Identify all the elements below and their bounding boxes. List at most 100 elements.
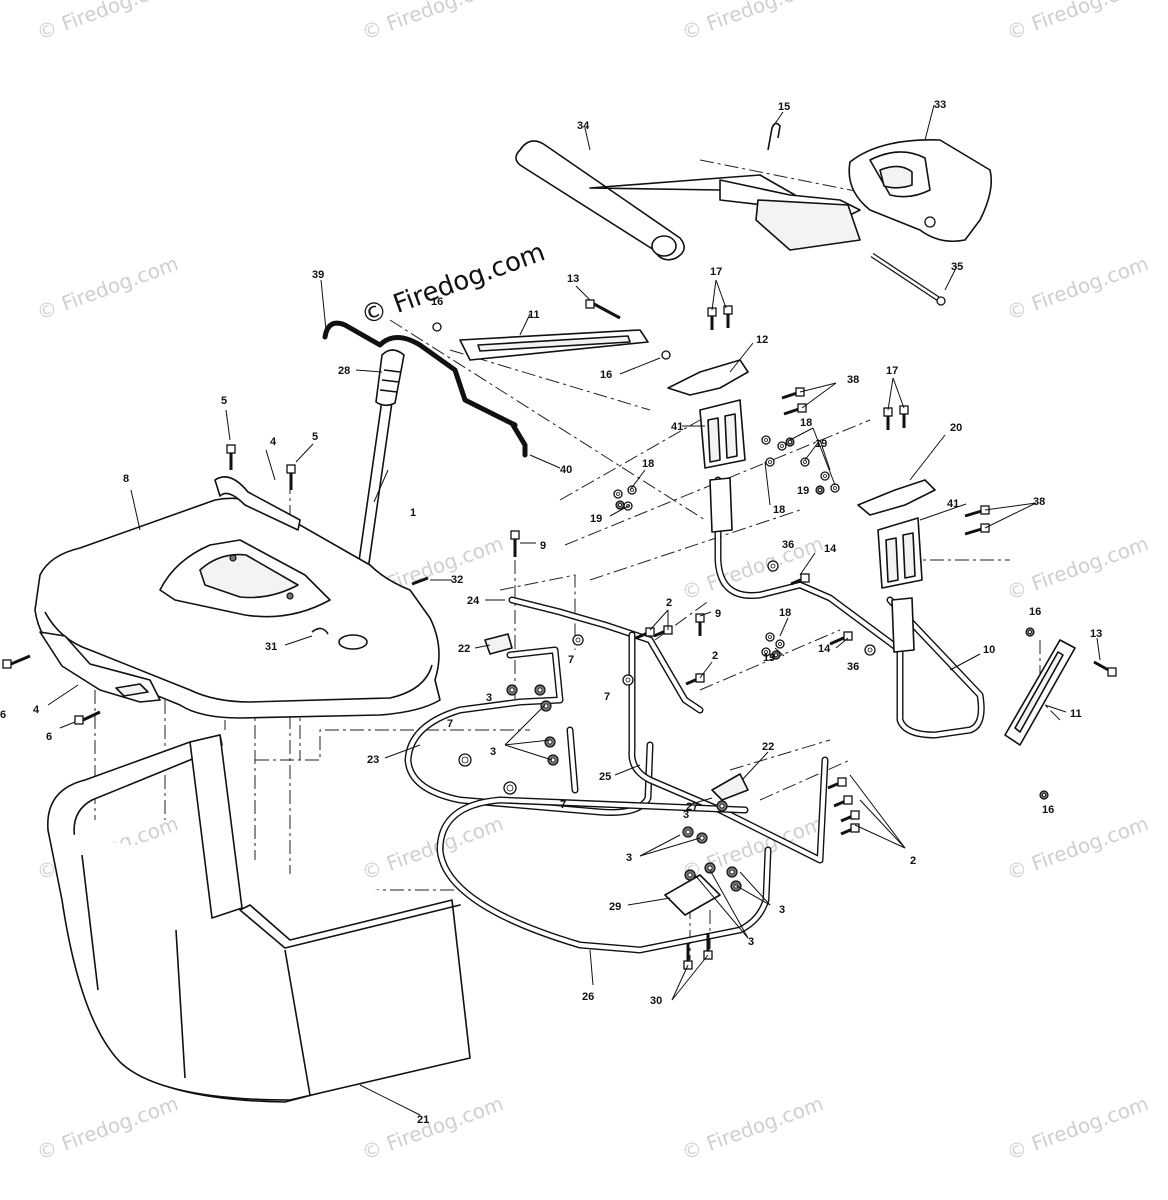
- callout-38: 38: [1033, 496, 1045, 508]
- callout-17: 17: [886, 365, 898, 377]
- callout-18: 18: [800, 417, 812, 429]
- callout-14: 14: [824, 543, 837, 555]
- part-41-bracket: [699, 399, 923, 589]
- bolt-icon: [695, 613, 705, 623]
- watermark-tile: © Firedog.com: [359, 1091, 507, 1164]
- callout-9: 9: [540, 540, 546, 552]
- bolt-icon: [1107, 667, 1117, 677]
- callout-41: 41: [947, 498, 959, 510]
- bolt-icon: [510, 530, 520, 540]
- callout-22: 22: [458, 643, 470, 655]
- part-11-support-bar-right: [1004, 639, 1076, 746]
- callout-3: 3: [779, 904, 785, 916]
- callout-38: 38: [847, 374, 859, 386]
- leader-lines: [47, 104, 1101, 1116]
- callout-31: 31: [265, 641, 277, 653]
- part-29-plate: [664, 874, 721, 916]
- callout-3: 3: [626, 852, 632, 864]
- callout-2: 2: [910, 855, 916, 867]
- part-13-bolt-top: [585, 299, 621, 320]
- watermark-tile: © Firedog.com: [1004, 251, 1152, 324]
- callout-29: 29: [609, 901, 621, 913]
- callout-7: 7: [447, 718, 453, 730]
- callout-27: 27: [686, 801, 698, 813]
- callout-14: 14: [818, 643, 831, 655]
- bolt-icon: [837, 777, 847, 787]
- callout-16: 16: [431, 296, 443, 308]
- callout-2: 2: [666, 597, 672, 609]
- watermark-tile: © Firedog.com: [359, 0, 507, 45]
- callout-19: 19: [797, 485, 809, 497]
- bolt-icon: [723, 305, 733, 315]
- callout-12: 12: [756, 334, 768, 346]
- callout-32: 32: [451, 574, 463, 586]
- part-20-bracket: [857, 479, 936, 516]
- callout-3: 3: [683, 809, 689, 821]
- callout-16: 16: [1029, 606, 1041, 618]
- callout-11: 11: [528, 309, 540, 321]
- callout-5: 5: [312, 431, 318, 443]
- watermark-main: © Firedog.com: [357, 237, 549, 331]
- callout-17: 17: [710, 266, 722, 278]
- callout-labels: 1 2 2 2 3 3 3 3 3 3 4 4 5 5 6 6 7 7 7 7 …: [0, 99, 1102, 1126]
- part-21-grass-bag: [47, 734, 471, 1103]
- part-35-pin: [870, 252, 946, 306]
- callout-4: 4: [33, 704, 40, 716]
- bolt-icon: [850, 810, 860, 820]
- part-34-handle-bar: [515, 140, 861, 261]
- part-15-hairpin-clip: [767, 122, 781, 151]
- part-12-bracket: [667, 359, 749, 396]
- part-26-frame: [436, 796, 772, 954]
- callout-23: 23: [367, 754, 379, 766]
- callout-8: 8: [123, 473, 129, 485]
- bolt-icon: [899, 405, 909, 415]
- callout-5: 5: [221, 395, 227, 407]
- watermark-tile: © Firedog.com: [1004, 1091, 1152, 1164]
- part-8-hopper-lid: [34, 497, 441, 719]
- callout-1: 1: [410, 507, 416, 519]
- callout-19: 19: [590, 513, 602, 525]
- callout-11: 11: [1070, 708, 1082, 720]
- callout-26: 26: [582, 991, 594, 1003]
- watermark-tile: © Firedog.com: [34, 251, 182, 324]
- callout-19: 19: [763, 652, 775, 664]
- callout-19: 19: [815, 438, 827, 450]
- callout-10: 10: [983, 644, 995, 656]
- callout-22: 22: [762, 741, 774, 753]
- callout-41: 41: [671, 421, 683, 433]
- bolt-icon: [843, 795, 853, 805]
- callout-6: 6: [46, 731, 52, 743]
- watermark-tile: © Firedog.com: [679, 0, 827, 45]
- callout-18: 18: [773, 504, 785, 516]
- callout-7: 7: [604, 691, 610, 703]
- watermark-tile: © Firedog.com: [359, 811, 507, 884]
- part-4-handle: [39, 476, 301, 703]
- callout-25: 25: [599, 771, 611, 783]
- callout-18: 18: [642, 458, 654, 470]
- callout-18: 18: [779, 607, 791, 619]
- callout-34: 34: [577, 120, 590, 132]
- callout-6: 6: [0, 709, 6, 721]
- part-28-grip: [375, 349, 405, 407]
- callout-36: 36: [847, 661, 859, 673]
- watermark-tile: © Firedog.com: [1004, 531, 1152, 604]
- part-33-hitch-bracket: [848, 139, 993, 243]
- lid-hardware: [2, 444, 429, 725]
- callout-30: 30: [650, 995, 662, 1007]
- callout-39: 39: [312, 269, 324, 281]
- watermark-tile: © Firedog.com: [1004, 811, 1152, 884]
- callout-13: 13: [1090, 628, 1102, 640]
- callout-33: 33: [934, 99, 946, 111]
- watermark-tile: © Firedog.com: [34, 0, 182, 45]
- part-22-clip: [484, 633, 749, 801]
- part-39-40-control-cable: [322, 320, 528, 458]
- callout-13: 13: [567, 273, 579, 285]
- bolt-icon: [800, 573, 810, 583]
- watermark-tile: © Firedog.com: [34, 1091, 182, 1164]
- callout-7: 7: [568, 654, 574, 666]
- part-10-frame-arm: [709, 476, 985, 739]
- callout-3: 3: [486, 692, 492, 704]
- callout-4: 4: [270, 436, 277, 448]
